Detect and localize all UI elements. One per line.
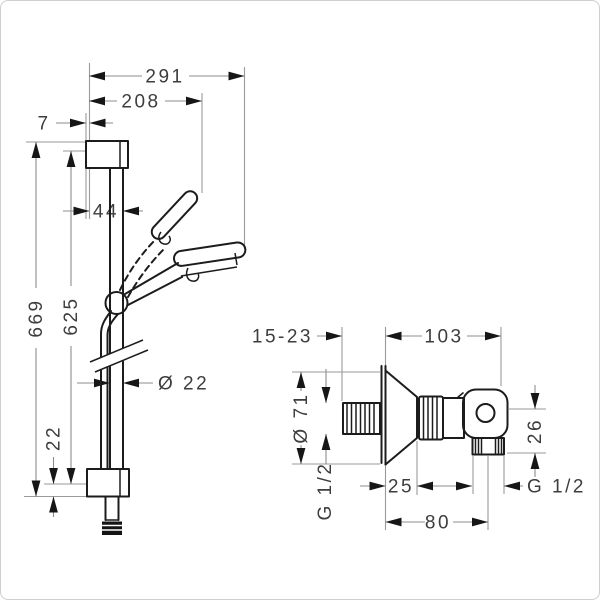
valve-extension-lines — [292, 327, 546, 530]
valve-inlet-thread — [342, 402, 381, 435]
hand-shower-raised — [119, 190, 199, 298]
dim-reach-overall: 291 — [89, 67, 245, 88]
dim-rail-offset: 44 — [63, 202, 143, 223]
dim-valve-length: 103 — [385, 327, 501, 348]
dim-inlet-offset-label: 25 — [388, 477, 414, 498]
dim-spacing: 80 — [385, 513, 488, 534]
dim-thread-inlet-label: G 1/2 — [315, 462, 336, 521]
rail-bar — [109, 167, 124, 470]
dim-spacing-label: 80 — [425, 513, 451, 534]
dim-reach-upper-label: 208 — [121, 92, 160, 113]
valve-outlet-thread — [471, 437, 505, 456]
dim-thread-inlet: G 1/2 — [315, 369, 336, 520]
dim-height-overall: 669 — [26, 142, 47, 497]
dim-wall-gap-label: 7 — [37, 114, 50, 135]
dim-height-bar-label: 625 — [61, 296, 82, 335]
dim-rail-diameter: Ø 22 — [77, 374, 209, 395]
dim-valve-length-label: 103 — [424, 327, 463, 348]
wall-bracket-bottom — [86, 468, 130, 498]
valve-escutcheon — [380, 365, 418, 466]
dim-inlet-offset: 25 — [360, 477, 472, 498]
dim-wall-range-label: 15-23 — [252, 327, 313, 348]
dim-wall-range: 15-23 — [252, 327, 342, 348]
dim-reach-overall-label: 291 — [145, 67, 184, 88]
dim-bottom-gap: 22 — [44, 425, 65, 517]
dim-bottom-gap-label: 22 — [44, 425, 65, 451]
dim-escutcheon-diameter: Ø 71 — [291, 372, 312, 464]
valve-view: 15-23 103 Ø 71 26 G 1/2 — [252, 327, 586, 534]
dim-reach-upper: 208 — [89, 92, 202, 113]
dim-outlet-drop-label: 26 — [525, 418, 546, 444]
valve-handle-screw — [475, 403, 496, 423]
dim-rail-diameter-label: Ø 22 — [158, 374, 209, 395]
wall-bracket-top — [85, 140, 129, 169]
rail-slider — [104, 291, 129, 315]
hand-shower-lowered — [124, 241, 247, 306]
shower-hose — [100, 310, 119, 470]
hose-outlet-nut — [102, 495, 122, 535]
valve-body — [442, 391, 465, 439]
dim-thread-outlet: G 1/2 — [504, 477, 586, 498]
dim-thread-outlet-label: G 1/2 — [527, 477, 586, 498]
rail-break-mark — [88, 339, 149, 373]
dim-outlet-drop: 26 — [525, 385, 546, 477]
dim-height-overall-label: 669 — [26, 298, 47, 337]
dim-escutcheon-diameter-label: Ø 71 — [291, 392, 312, 443]
valve-nut — [418, 395, 444, 441]
valve-face — [462, 388, 509, 439]
dim-rail-offset-label: 44 — [93, 202, 119, 223]
dim-height-bar: 625 — [61, 151, 82, 484]
shower-rail-view: 291 208 7 44 669 625 — [24, 63, 247, 535]
dim-wall-gap: 7 — [37, 114, 113, 135]
